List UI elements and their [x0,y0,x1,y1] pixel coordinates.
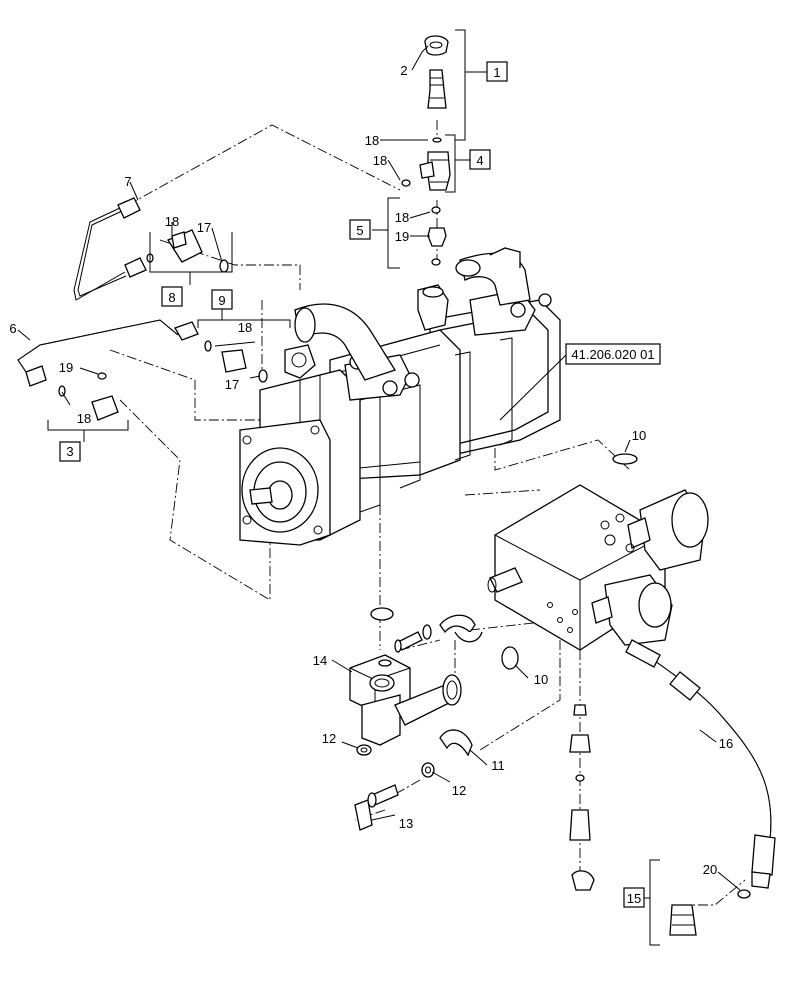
callout-3: 3 [66,444,73,459]
callout-18-c: 18 [395,210,409,225]
callout-11: 11 [491,758,505,773]
callout-12-right: 12 [452,783,466,798]
callout-18-e: 18 [238,320,252,335]
small-parts [354,453,638,831]
callout-9: 9 [218,293,225,308]
callout-17-bottom: 17 [225,377,239,392]
callout-4: 4 [476,153,483,168]
callout-17-top: 17 [197,220,211,235]
callout-2: 2 [400,63,407,78]
callout-8: 8 [168,290,175,305]
callout-20: 20 [703,862,717,877]
callout-7: 7 [124,174,131,189]
callout-13: 13 [399,816,413,831]
callout-15: 15 [627,891,641,906]
callout-14: 14 [313,653,327,668]
valve-block [487,484,709,651]
callout-18-b: 18 [373,153,387,168]
callout-boxes [59,61,661,908]
callout-leaders [17,45,741,891]
tube-assemblies [17,197,268,421]
callout-labels: 1 2 3 4 5 6 7 8 9 10 10 11 12 12 13 14 1… [9,63,733,906]
callout-6: 6 [9,321,16,336]
callout-12-left: 12 [322,731,336,746]
callout-10-mid: 10 [534,672,548,687]
callout-19-left: 19 [59,360,73,375]
callout-16: 16 [719,736,733,751]
callout-18-a: 18 [365,133,379,148]
reference-label: 41.206.020 01 [571,347,654,362]
hose-assembly-16 [569,639,776,936]
callout-10-top: 10 [632,428,646,443]
flange-adapter-14 [349,654,462,746]
o-ring-10-mid [501,646,519,670]
callout-18-f: 18 [77,411,91,426]
callout-18-d: 18 [165,214,179,229]
callout-5: 5 [356,223,363,238]
o-ring-10-top [612,453,638,465]
callout-1: 1 [493,65,500,80]
top-fittings [401,35,451,266]
callout-19-top: 19 [395,229,409,244]
hydraulic-pump-assembly [239,247,561,546]
